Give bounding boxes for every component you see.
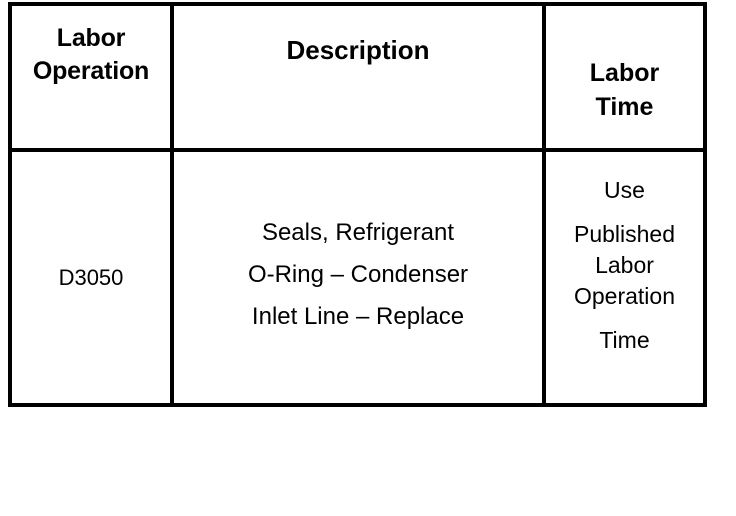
- table-header: Labor Operation Description Labor Time: [8, 2, 707, 152]
- column-header-labor-operation: Labor Operation: [8, 2, 174, 152]
- description-line-1: Seals, Refrigerant: [261, 219, 455, 246]
- labor-time-line-1: Use: [604, 177, 645, 203]
- column-header-labor-time-line-2: Time: [595, 93, 654, 121]
- labor-time-line-5: Time: [599, 327, 650, 353]
- cell-labor-time-content: Use Published Labor Operation Time: [546, 152, 703, 426]
- table-header-row: Labor Operation Description Labor Time: [8, 2, 707, 152]
- column-header-description: Description: [170, 2, 546, 152]
- column-header-labor-operation-content: Labor Operation: [12, 6, 170, 164]
- labor-time-line-4: Operation: [573, 283, 675, 309]
- labor-operation-code: D3050: [58, 265, 124, 290]
- cell-labor-time: Use Published Labor Operation Time: [542, 148, 707, 407]
- cell-labor-operation: D3050: [8, 148, 174, 407]
- table-body: D3050 Seals, Refrigerant O-Ring – Conden…: [8, 148, 707, 407]
- cell-labor-operation-content: D3050: [12, 152, 170, 516]
- labor-operation-table: Labor Operation Description Labor Time: [8, 2, 707, 407]
- column-header-description-line-1: Description: [286, 35, 430, 65]
- labor-time-line-3: Labor: [595, 252, 654, 278]
- cell-description: Seals, Refrigerant O-Ring – Condenser In…: [170, 148, 546, 407]
- column-header-labor-time-content: Labor Time: [546, 6, 703, 198]
- description-line-3: Inlet Line – Replace: [251, 303, 465, 330]
- cell-description-content: Seals, Refrigerant O-Ring – Condenser In…: [174, 152, 542, 463]
- column-header-labor-operation-line-1: Labor: [56, 24, 126, 52]
- column-header-labor-time-line-1: Labor: [589, 59, 660, 87]
- column-header-labor-operation-line-2: Operation: [32, 57, 150, 85]
- table-page: Labor Operation Description Labor Time: [8, 2, 707, 407]
- labor-time-line-2: Published: [573, 221, 676, 247]
- column-header-description-content: Description: [174, 6, 542, 176]
- description-line-2: O-Ring – Condenser: [247, 261, 469, 288]
- column-header-labor-time: Labor Time: [542, 2, 707, 152]
- table-row: D3050 Seals, Refrigerant O-Ring – Conden…: [8, 148, 707, 407]
